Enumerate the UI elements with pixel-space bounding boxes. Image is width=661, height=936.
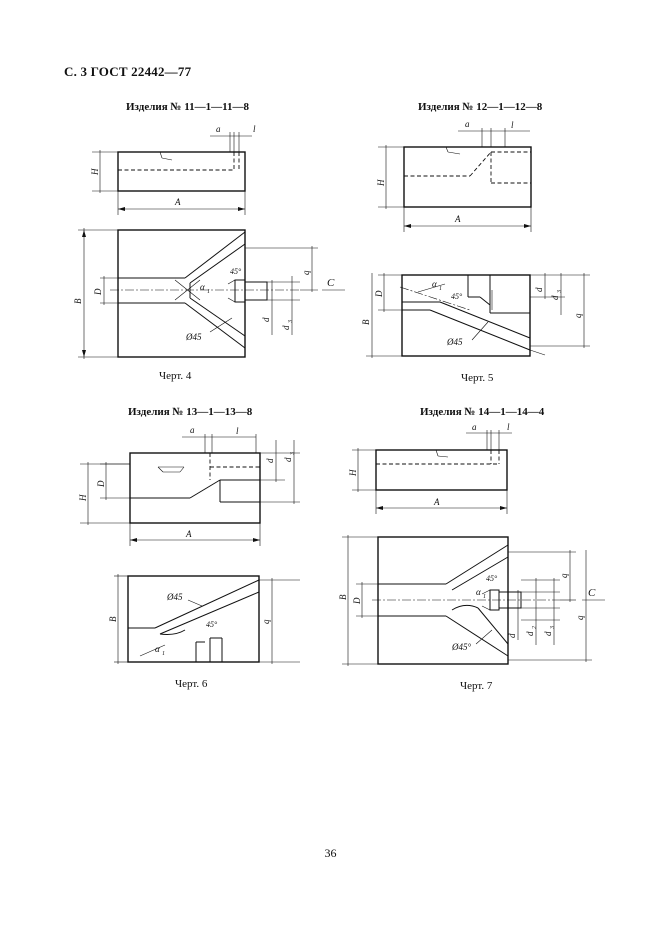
dim-l-label: l: [507, 422, 510, 432]
dim-q-label: q: [573, 313, 583, 318]
dim-H-label: H: [78, 494, 88, 502]
figure-4-front-view: α 1 45° Ø45 B D q d d 3 C: [73, 228, 345, 359]
alpha-1-label: α: [432, 279, 437, 289]
dim-D-label: D: [96, 480, 106, 488]
dim-a-label: a: [465, 119, 470, 129]
figure-4-top-view: H A a l: [90, 124, 256, 215]
dim-d2-sub: 2: [532, 626, 538, 629]
dim-q-label: q: [261, 619, 271, 624]
figure-6-front-view: Ø45 45° α 1 B q: [108, 574, 300, 664]
dim-a-label: a: [216, 124, 221, 134]
angle-45-label: 45°: [206, 620, 218, 629]
dim-q-label: q: [301, 270, 311, 275]
alpha-1-label: α: [155, 644, 160, 654]
dim-H-label: H: [376, 179, 386, 187]
dim-A-label: A: [185, 529, 192, 539]
alpha-1-label: α: [476, 587, 481, 597]
figure-5-top-view: H A a l: [376, 119, 532, 232]
angle-45-label: 45°: [486, 574, 498, 583]
page-header: С. 3 ГОСТ 22442—77: [64, 64, 192, 79]
figure-6-top-view: H D A a l d d 3: [78, 425, 300, 546]
dim-d-label: d: [261, 317, 271, 322]
dim-D-label: D: [374, 290, 384, 298]
figure-7-front-view: α 1 45° Ø45° B D q d d 2 d 3 q C: [338, 535, 605, 666]
dim-d2-label: d: [525, 631, 535, 636]
dim-B-label: B: [73, 298, 83, 304]
alpha-1-label: α: [200, 282, 205, 292]
alpha-1-sub: 1: [162, 651, 165, 657]
figure-5-title: Изделия № 12—1—12—8: [418, 101, 543, 113]
angle-45-label: 45°: [451, 292, 463, 301]
figure-7-top-view: H A a l: [348, 422, 512, 514]
dim-H-label: H: [90, 168, 100, 176]
dia-45-label: Ø45: [166, 592, 183, 602]
dim-l-label: l: [511, 120, 514, 130]
dia-45-label: Ø45°: [451, 642, 471, 652]
figure-6-caption: Черт. 6: [175, 678, 208, 690]
section-C-label: C: [588, 587, 596, 599]
figure-7-caption: Черт. 7: [460, 680, 493, 692]
page-number: 36: [324, 846, 337, 860]
dim-d-label: d: [265, 458, 275, 463]
dim-d3-sub: 3: [550, 626, 556, 630]
dim-d3-label: d: [281, 325, 291, 330]
dim-D-label: D: [93, 288, 103, 296]
alpha-1-sub: 1: [483, 594, 486, 600]
section-C-label: C: [327, 277, 335, 289]
figure-7-title: Изделия № 14—1—14—4: [420, 406, 545, 418]
dim-d3-label: d: [283, 457, 293, 462]
alpha-1-sub: 1: [439, 286, 442, 292]
dim-A-label: A: [454, 214, 461, 224]
dim-B-label: B: [338, 594, 348, 600]
dia-45-label: Ø45: [185, 332, 202, 342]
dim-d3-sub: 3: [557, 290, 563, 294]
dim-q-label: q: [559, 573, 569, 578]
dim-a-label: a: [472, 422, 477, 432]
figure-5-caption: Черт. 5: [461, 372, 494, 384]
dim-d3-sub: 3: [290, 452, 296, 456]
dim-d-label: d: [534, 287, 544, 292]
dim-d3-sub: 3: [288, 320, 294, 324]
figure-4-title: Изделия № 11—1—11—8: [126, 101, 250, 113]
angle-45-label: 45°: [230, 267, 242, 276]
alpha-1-sub: 1: [207, 289, 210, 295]
figure-6-title: Изделия № 13—1—13—8: [128, 406, 253, 418]
dim-d3-label: d: [550, 295, 560, 300]
dim-d-label: d: [507, 633, 517, 638]
dim-B-label: B: [361, 319, 371, 325]
dia-45-label: Ø45: [446, 337, 463, 347]
dim-A-label: A: [433, 497, 440, 507]
dim-l-label: l: [236, 426, 239, 436]
dim-q2-label: q: [575, 615, 585, 620]
dim-a-label: a: [190, 425, 195, 435]
dim-d3-label: d: [543, 631, 553, 636]
dim-B-label: B: [108, 616, 118, 622]
dim-A-label: A: [174, 197, 181, 207]
dim-D-label: D: [352, 597, 362, 605]
figure-5-front-view: α 1 45° Ø45 D B d d 3 q: [361, 273, 590, 358]
dim-l-label: l: [253, 124, 256, 134]
dim-H-label: H: [348, 469, 358, 477]
figure-4-caption: Черт. 4: [159, 370, 192, 382]
